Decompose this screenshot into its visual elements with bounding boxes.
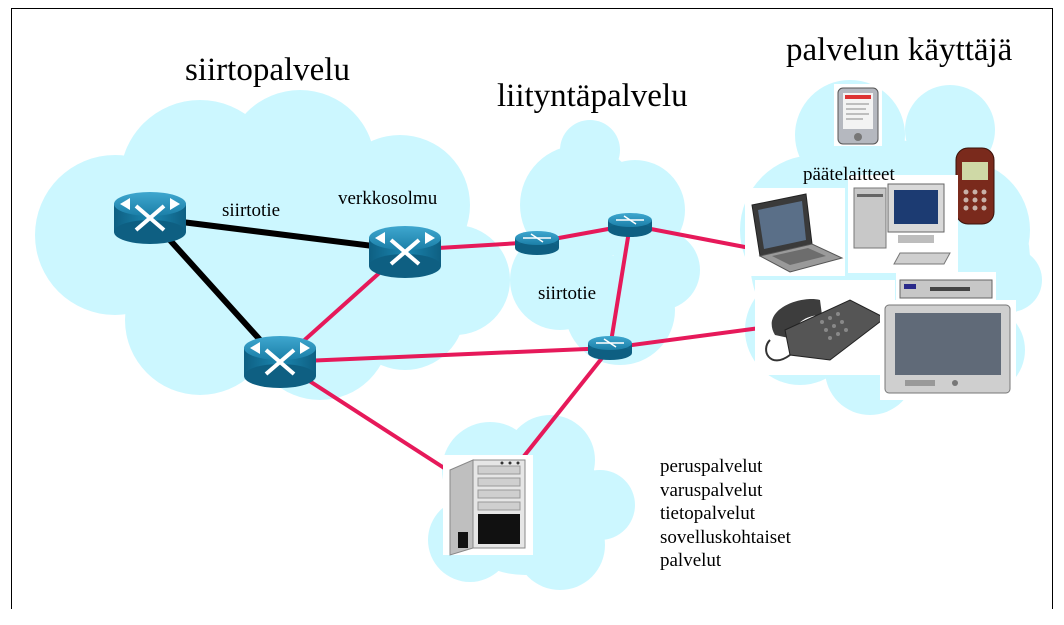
- label-access-service: liityntäpalvelu: [497, 78, 688, 114]
- service-item: sovelluskohtaiset: [660, 526, 791, 548]
- desktop-computer-icon: [848, 175, 958, 273]
- label-transfer-service: siirtopalvelu: [185, 52, 350, 88]
- router-icon: [588, 336, 632, 360]
- service-item: peruspalvelut: [660, 456, 763, 477]
- label-link-left: siirtotie: [222, 200, 281, 221]
- diagram-frame: [11, 8, 1053, 609]
- service-item: varuspalvelut: [660, 479, 763, 501]
- cloud-access: [510, 120, 700, 365]
- backbone-links: [147, 215, 406, 365]
- router-icon: [515, 231, 559, 255]
- service-item: tietopalvelut: [660, 503, 755, 524]
- label-network-node: verkkosolmu: [338, 188, 438, 209]
- mobile-phone-icon: [955, 147, 995, 225]
- service-item: palvelut: [660, 550, 722, 571]
- router-icon: [114, 192, 186, 244]
- desk-phone-icon: [755, 280, 895, 375]
- router-icon: [369, 226, 441, 278]
- label-service-user: palvelun käyttäjä: [786, 32, 1013, 68]
- router-icon: [244, 336, 316, 388]
- label-terminals: päätelaitteet: [803, 164, 895, 185]
- services-list: peruspalvelut varuspalvelut tietopalvelu…: [660, 455, 791, 573]
- server-icon: [443, 455, 533, 556]
- router-icon: [608, 213, 652, 237]
- laptop-icon: [745, 188, 845, 276]
- label-link-middle: siirtotie: [538, 283, 597, 304]
- television-icon: [880, 300, 1016, 400]
- pda-icon: [834, 84, 882, 146]
- cloud-transfer: [35, 90, 510, 400]
